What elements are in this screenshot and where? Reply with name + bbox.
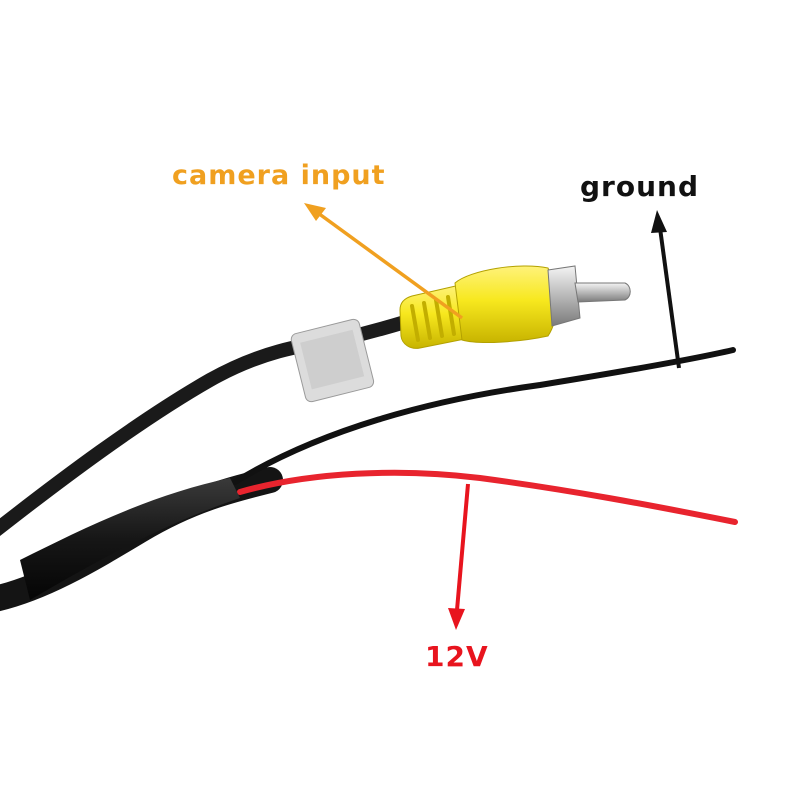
heat-shrink-sleeve <box>20 478 240 600</box>
ground-label: ground <box>580 170 699 203</box>
camera-input-label: camera input <box>172 160 386 191</box>
rca-plug <box>399 265 631 349</box>
cable-label-sleeve <box>290 318 375 403</box>
power-label: 12V <box>425 640 489 673</box>
power-arrow <box>448 483 470 630</box>
power-wire <box>237 469 738 525</box>
ground-arrow <box>651 210 681 369</box>
camera-input-arrow <box>304 203 464 320</box>
